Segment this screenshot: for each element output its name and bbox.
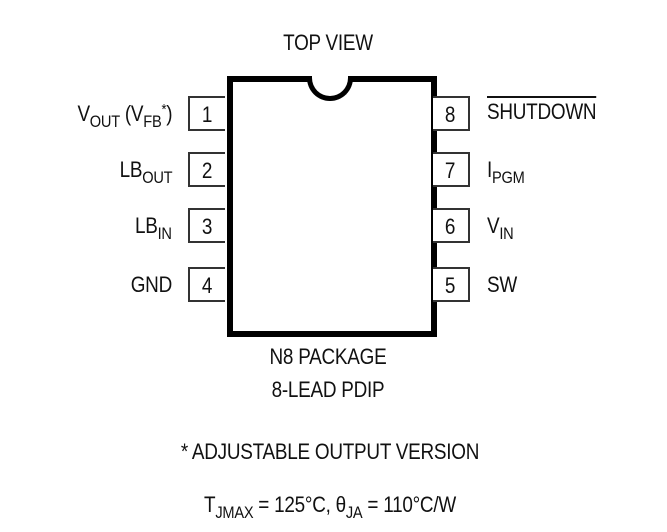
footnote: * ADJUSTABLE OUTPUT VERSION xyxy=(180,439,480,464)
pin-8-label: SHUTDOWN xyxy=(487,96,597,124)
pin-3-box: 3 xyxy=(188,208,225,243)
package-type: 8-LEAD PDIP xyxy=(271,377,385,402)
pin-1-label: VOUT (VFB*) xyxy=(77,101,172,131)
pin-7-box: 7 xyxy=(433,152,470,187)
pin-5-label: SW xyxy=(487,272,517,297)
pin-2-label: LBOUT xyxy=(119,157,172,187)
pin-5-box: 5 xyxy=(433,267,470,302)
pin-6-box: 6 xyxy=(433,208,470,243)
package-body xyxy=(227,76,437,337)
pin-4-box: 4 xyxy=(188,267,225,302)
pin-7-label: IPGM xyxy=(487,157,525,187)
pin-4-label: GND xyxy=(130,272,173,297)
package-name: N8 PACKAGE xyxy=(269,344,387,369)
thermal-spec: TJMAX = 125°C, θJA = 110°C/W xyxy=(204,492,456,522)
pin-2-box: 2 xyxy=(188,152,225,187)
pin-8-box: 8 xyxy=(433,96,470,131)
pin-1-box: 1 xyxy=(188,96,225,131)
pin-6-label: VIN xyxy=(487,213,514,243)
view-title: TOP VIEW xyxy=(283,30,373,55)
pin-3-label: LBIN xyxy=(135,213,172,243)
